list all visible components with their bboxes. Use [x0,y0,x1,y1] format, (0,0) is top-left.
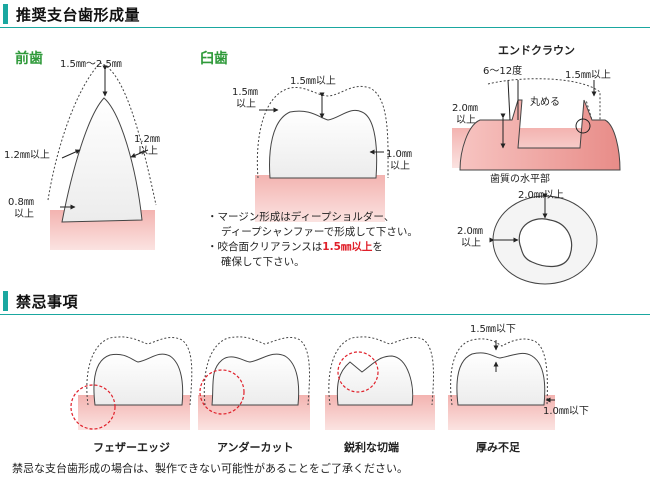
section-title-prohibited: 禁忌事項 [16,292,79,311]
horizontal-title: 歯質の水平部 [490,172,550,185]
round-marker [575,118,591,134]
prohibited-item-label: 鋭利な切端 [344,440,399,454]
horizontal-left-label-2: 以上 [461,237,481,249]
left-arrow [61,149,81,159]
endocrown-left-label-2: 以上 [456,114,476,126]
section-header-prohibited: 禁忌事項 [0,290,78,312]
note-line-2: ディープシャンファーで形成して下さい。 [221,226,418,238]
prohibited-side-label: 1.0㎜以下 [543,406,589,417]
right-arrow [130,149,149,158]
molar-right-label-1: 1.0㎜ [386,149,412,160]
tooth-prep [61,97,143,223]
prohibited-item-label: アンダーカット [217,440,294,454]
horizontal-top-label: 2.0㎜以上 [518,189,564,201]
crown-outline [256,86,389,179]
note-line-3-pre: ・咬合面クリアランスは [207,241,323,253]
prohibited-feather-edge-diagram [70,336,193,430]
prohibited-item-label: フェザーエッジ [93,441,170,454]
endocrown-diagram [452,78,621,171]
gum [255,175,385,222]
section-accent-bar [3,291,8,311]
crown-outline [47,62,157,206]
note-line-3: ・咬合面クリアランスは1.5㎜以上を [207,240,418,255]
warning-circle [70,384,116,430]
anterior-incisal-label: 1.5㎜〜2.5㎜ [60,59,122,70]
crown-outline [487,78,601,121]
molar-occlusal-label: 1.5㎜以上 [290,75,336,87]
molar-diagram [255,86,389,222]
section-divider [0,27,650,28]
notes-block: ・マージン形成はディープショルダー、 ディープシャンファーで形成して下さい。 ・… [207,210,418,270]
footer-note: 禁忌な支台歯形成の場合は、製作できない可能性があることをご了承ください。 [12,462,408,475]
molar-left-label-1: 1.5㎜ [232,87,258,98]
anterior-margin-label-1: 0.8㎜ [8,197,34,208]
horizontal-left-label-1: 2.0㎜ [457,226,483,237]
note-line-1: ・マージン形成はディープショルダー、 [207,211,395,223]
molar-right-label-2: 以上 [390,160,410,172]
endocrown-round-label: 丸める [530,95,560,108]
note-line-4: 確保して下さい。 [221,256,305,268]
anterior-left-label: 1.2㎜以上 [4,149,50,161]
endocrown-angle-label: 6〜12度 [483,64,522,77]
note-line-3-red: 1.5㎜以上 [322,241,373,253]
anterior-margin-label-2: 以上 [14,208,34,220]
tooth-structure [459,99,621,171]
anterior-right-label-2: 以上 [138,145,158,157]
section-header-recommended: 推奨支台歯形成量 [0,3,140,25]
prohibited-item-label: 厚み不足 [476,441,521,454]
anterior-title: 前歯 [15,50,43,67]
prohibited-sharp-edge-diagram [325,336,435,430]
molar-title: 臼歯 [200,50,228,67]
endocrown-title: エンドクラウン [498,44,575,57]
tooth-prep [269,109,378,179]
endocrown-right-top-label: 1.5㎜以上 [565,69,611,81]
section-accent-bar [3,4,8,24]
molar-left-label-2: 以上 [236,98,256,110]
prohibited-top-label: 1.5㎜以下 [470,324,516,335]
section-divider [0,314,650,315]
inner-cavity [518,218,573,267]
horizontal-part-diagram [489,193,598,285]
section-title-recommended: 推奨支台歯形成量 [16,5,141,24]
endocrown-left-label-1: 2.0㎜ [452,103,478,114]
prohibited-insufficient-thickness-diagram [448,338,555,430]
anterior-right-label-1: 1.2㎜ [134,134,160,145]
warning-circle [199,369,245,415]
anterior-diagram [47,62,157,250]
warning-circle [337,351,379,393]
prohibited-undercut-diagram [198,336,310,430]
angle-line [507,79,511,121]
note-line-3-post: を [372,241,383,253]
